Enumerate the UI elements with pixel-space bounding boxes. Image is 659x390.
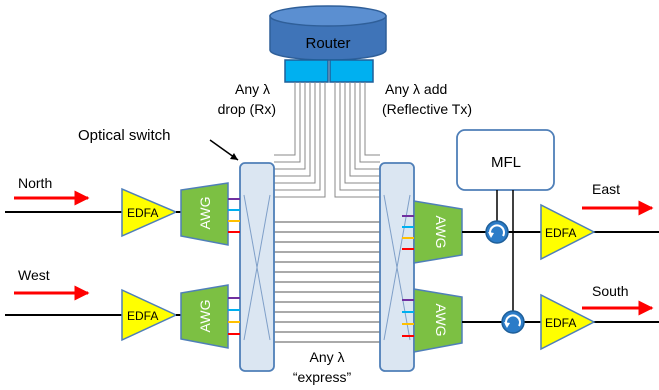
awg-east: AWG xyxy=(413,200,463,264)
mfl-label: MFL xyxy=(491,154,521,171)
router-port-rx xyxy=(284,59,329,83)
awg-east-inputs xyxy=(402,215,414,250)
edfa-south-label: EDFA xyxy=(545,316,576,330)
router-port-tx xyxy=(329,59,374,83)
optical-switch-right xyxy=(379,162,415,372)
north-label: North xyxy=(18,175,52,191)
edfa-north: EDFA xyxy=(121,187,178,238)
optical-switch-pointer xyxy=(209,139,239,161)
edfa-south: EDFA xyxy=(540,293,596,351)
optical-switch-left xyxy=(239,162,275,372)
awg-south-label: AWG xyxy=(433,304,449,337)
awg-south-inputs xyxy=(402,299,414,337)
express-label-line2: “express” xyxy=(293,369,352,385)
mfl-box: MFL xyxy=(456,129,555,191)
add-label-line1: Any λ add xyxy=(385,81,447,97)
awg-west-label: AWG xyxy=(197,300,213,333)
edfa-north-label: EDFA xyxy=(127,206,158,220)
router: Router xyxy=(269,5,387,61)
edfa-west: EDFA xyxy=(121,288,178,342)
express-fibers xyxy=(274,221,380,343)
router-label: Router xyxy=(305,35,350,52)
circulator-east xyxy=(485,220,509,244)
awg-south: AWG xyxy=(413,288,463,353)
drop-label-line2: drop (Rx) xyxy=(218,101,276,117)
drop-fibers xyxy=(274,82,326,198)
edfa-west-label: EDFA xyxy=(127,309,158,323)
awg-east-label: AWG xyxy=(433,216,449,249)
awg-north-outputs xyxy=(228,198,240,233)
awg-west-outputs xyxy=(228,297,240,335)
awg-west: AWG xyxy=(180,284,229,349)
edfa-east-label: EDFA xyxy=(545,226,576,240)
east-label: East xyxy=(592,181,620,197)
edfa-east: EDFA xyxy=(540,203,596,261)
add-label-line2: (Reflective Tx) xyxy=(382,101,472,117)
add-fibers xyxy=(334,82,380,198)
circulator-south xyxy=(501,310,525,334)
optical-switch-label: Optical switch xyxy=(78,127,171,144)
awg-north: AWG xyxy=(180,182,229,246)
south-label: South xyxy=(592,283,629,299)
drop-label-line1: Any λ xyxy=(235,81,270,97)
awg-north-label: AWG xyxy=(197,197,213,230)
west-label: West xyxy=(18,267,50,283)
express-label-line1: Any λ xyxy=(309,349,344,365)
mfl-connections xyxy=(496,190,514,312)
